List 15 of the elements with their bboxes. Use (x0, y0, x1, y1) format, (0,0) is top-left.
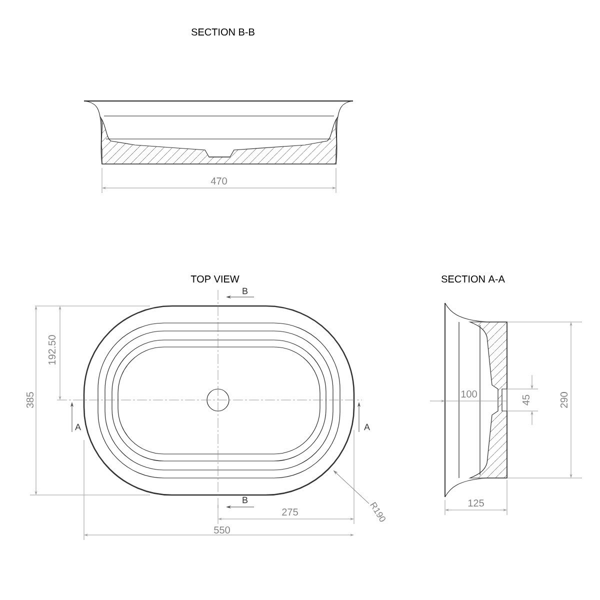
dimension-text: 275 (282, 508, 298, 516)
leader-line (334, 470, 370, 504)
view-title: SECTION B-B (192, 28, 254, 36)
dimension-text: 125 (468, 499, 484, 507)
dimension-text: 550 (214, 526, 230, 534)
view-title: SECTION A-A (442, 275, 505, 283)
dimension-text: 385 (26, 392, 34, 408)
section-letter: B (242, 288, 248, 294)
dimension-text: 192.50 (48, 335, 56, 365)
dimension-text: 45 (522, 394, 530, 406)
section-letter: A (364, 424, 370, 430)
view-title: TOP VIEW (190, 275, 240, 283)
dimension-text: 470 (210, 177, 227, 185)
dimension-text: 290 (560, 392, 568, 408)
dimension-text: 100 (461, 390, 477, 398)
